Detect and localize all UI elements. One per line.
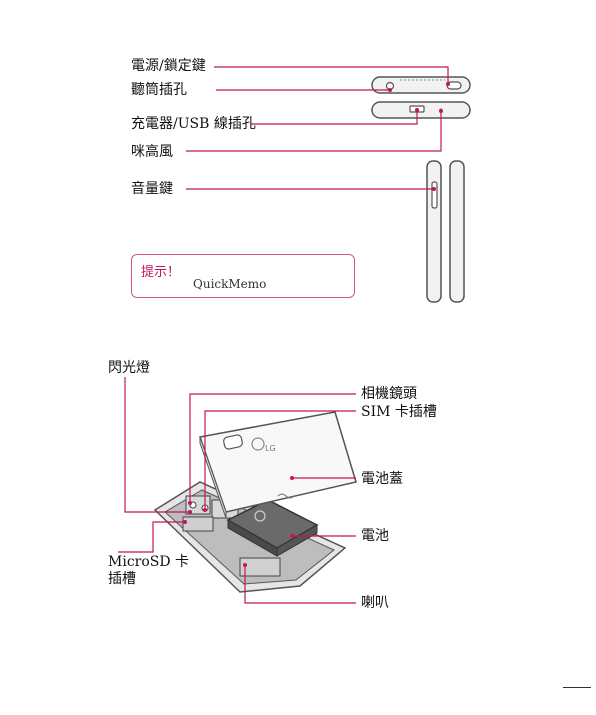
charger-usb-port-label: 充電器/USB 線插孔 <box>131 116 256 132</box>
microsd-slot-label-line2: 插槽 <box>108 571 136 587</box>
camera-lens-label: 相機鏡頭 <box>361 386 417 402</box>
power-lock-key-label: 電源/鎖定鍵 <box>131 58 206 74</box>
sim-slot-label: SIM 卡插槽 <box>361 404 437 420</box>
tip-text: QuickMemo <box>193 277 266 291</box>
flash-label: 閃光燈 <box>108 360 150 376</box>
phone-side-views <box>427 161 464 302</box>
speaker-label: 喇叭 <box>361 595 389 611</box>
svg-text:LG: LG <box>265 444 276 453</box>
tip-box: 提示！ QuickMemo <box>131 254 355 298</box>
battery-label: 電池 <box>361 528 389 544</box>
microphone-label: 咪高風 <box>131 144 173 160</box>
battery-cover-label: 電池蓋 <box>361 471 403 487</box>
microsd-slot-label-line1: MicroSD 卡 <box>108 554 189 570</box>
phone-bottom-edge <box>372 102 470 118</box>
volume-key-icon <box>432 182 437 208</box>
tip-title: 提示！ <box>141 261 180 280</box>
page-number-rule <box>563 687 591 688</box>
earphone-jack-label: 聽筒插孔 <box>131 82 187 98</box>
volume-keys-label: 音量鍵 <box>131 181 173 197</box>
